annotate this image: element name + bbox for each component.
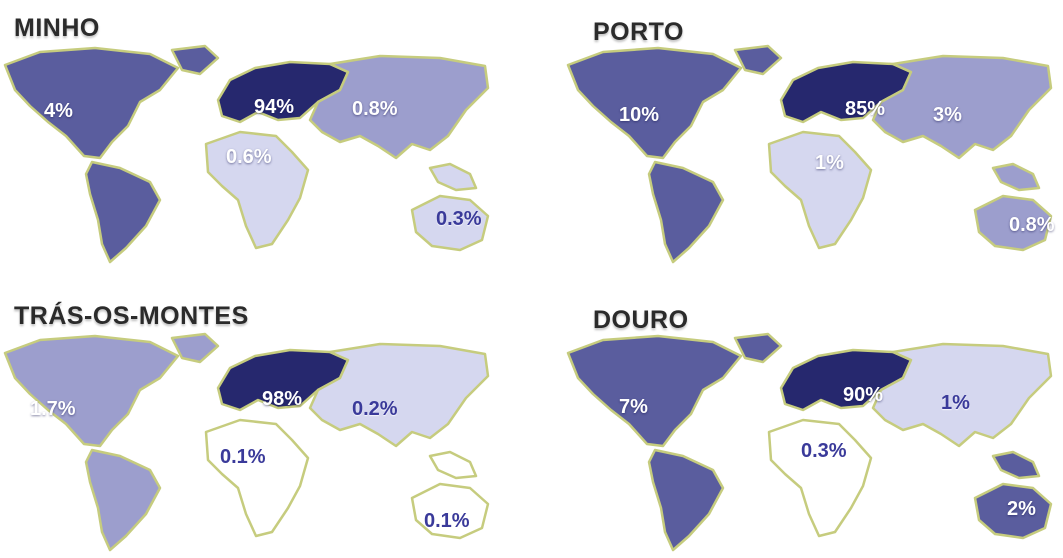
region-greenland	[170, 44, 220, 76]
region-south-america	[647, 448, 725, 552]
region-north-america	[3, 46, 180, 160]
region-oceania	[410, 482, 490, 540]
region-asia	[871, 54, 1053, 160]
region-southeast-asia	[428, 162, 478, 192]
label-europe: 94%	[254, 96, 295, 118]
region-north-america	[566, 334, 743, 448]
label-oceania: 0.8%	[1009, 214, 1055, 236]
label-asia: 3%	[933, 104, 962, 126]
panel-porto: PORTO 10% 85% 3% 1% 0.8%	[563, 0, 1063, 270]
region-oceania	[973, 194, 1053, 252]
label-africa: 0.1%	[220, 446, 266, 468]
label-asia: 0.8%	[352, 98, 398, 120]
region-north-america	[3, 334, 180, 448]
label-oceania: 0.3%	[436, 208, 482, 230]
label-north-america: 1.7%	[30, 398, 76, 420]
region-oceania	[410, 194, 490, 252]
region-africa	[204, 418, 310, 538]
region-africa	[767, 130, 873, 250]
region-south-america	[84, 448, 162, 552]
region-southeast-asia	[428, 450, 478, 480]
label-africa: 0.3%	[801, 440, 847, 462]
region-southeast-asia	[991, 162, 1041, 192]
region-greenland	[733, 44, 783, 76]
label-europe: 85%	[845, 98, 886, 120]
label-europe: 98%	[262, 388, 303, 410]
region-greenland	[733, 332, 783, 364]
region-southeast-asia	[991, 450, 1041, 480]
panel-tras-os-montes: TRÁS-OS-MONTES 1.7% 98% 0.2% 0.1% 0.1%	[0, 288, 500, 558]
panel-title: PORTO	[593, 18, 684, 46]
label-north-america: 4%	[44, 100, 73, 122]
label-north-america: 10%	[619, 104, 660, 126]
region-asia	[871, 342, 1053, 448]
panel-douro: DOURO 7% 90% 1% 0.3% 2%	[563, 288, 1063, 558]
region-africa	[204, 130, 310, 250]
label-asia: 0.2%	[352, 398, 398, 420]
label-oceania: 2%	[1007, 498, 1036, 520]
label-north-america: 7%	[619, 396, 648, 418]
world-map	[3, 44, 490, 264]
panel-title: MINHO	[14, 14, 100, 42]
label-africa: 1%	[815, 152, 844, 174]
region-greenland	[170, 332, 220, 364]
label-africa: 0.6%	[226, 146, 272, 168]
region-asia	[308, 54, 490, 160]
world-map	[3, 332, 490, 552]
world-map	[566, 332, 1053, 552]
region-south-america	[647, 160, 725, 264]
region-africa	[767, 418, 873, 538]
label-europe: 90%	[843, 384, 884, 406]
label-oceania: 0.1%	[424, 510, 470, 532]
panel-minho: MINHO 4% 94% 0.8% 0.6% 0.3%	[0, 0, 500, 270]
region-oceania	[973, 482, 1053, 540]
panel-title: TRÁS-OS-MONTES	[14, 302, 249, 330]
region-asia	[308, 342, 490, 448]
region-north-america	[566, 46, 743, 160]
panel-title: DOURO	[593, 306, 689, 334]
label-asia: 1%	[941, 392, 970, 414]
world-map	[566, 44, 1053, 264]
region-south-america	[84, 160, 162, 264]
